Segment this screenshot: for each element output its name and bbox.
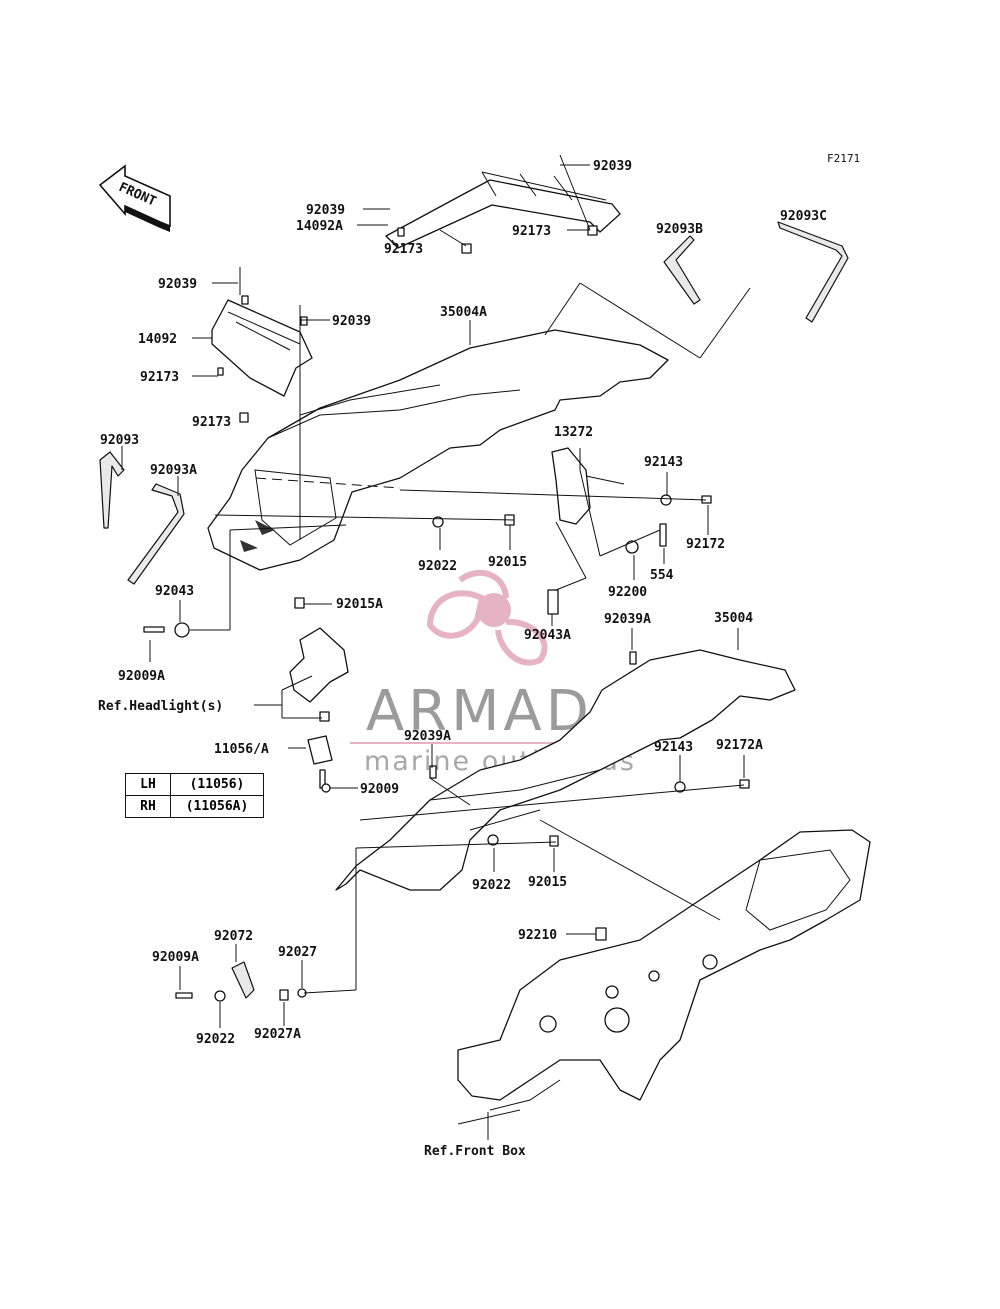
part-cell: (11056A): [170, 795, 264, 818]
table-row: LH (11056): [125, 773, 264, 796]
label-92009a: 92009A: [152, 950, 199, 965]
label-92039: 92039: [306, 203, 345, 218]
trim-92093c: [777, 221, 849, 323]
label-92143: 92143: [644, 455, 683, 470]
label-92200: 92200: [608, 585, 647, 600]
label-92143: 92143: [654, 740, 693, 755]
figure-code: F2171: [827, 152, 860, 165]
bracket-13272: [551, 447, 591, 525]
label-35004: 35004: [714, 611, 753, 626]
label-92015a: 92015A: [336, 597, 383, 612]
label-92173: 92173: [192, 415, 231, 430]
label-92173: 92173: [384, 242, 423, 257]
label-92022: 92022: [418, 559, 457, 574]
label-92172: 92172: [686, 537, 725, 552]
front-arrow-icon: FRONT: [98, 164, 171, 232]
label-92093c: 92093C: [780, 209, 827, 224]
label-92039a: 92039A: [604, 612, 651, 627]
bracket-headlight: [289, 627, 349, 703]
label-554: 554: [650, 568, 674, 583]
cover-35004a: [207, 329, 669, 571]
fasteners: [143, 225, 750, 1002]
part-labels: 92039 92039 14092A 92173 92173 92093B 92…: [98, 159, 827, 1159]
label-14092a: 14092A: [296, 219, 343, 234]
parts-geometry: [99, 179, 871, 1125]
watermark-logo-icon: [426, 569, 548, 666]
label-92173: 92173: [512, 224, 551, 239]
cover-14092a: [385, 179, 621, 249]
part-cell: (11056): [170, 773, 264, 796]
trim-92093: [99, 451, 125, 529]
label-92043: 92043: [155, 584, 194, 599]
label-92022: 92022: [196, 1032, 235, 1047]
label-92027: 92027: [278, 945, 317, 960]
label-ref-front-box: Ref.Front Box: [424, 1144, 526, 1159]
label-ref-headlight: Ref.Headlight(s): [98, 699, 223, 714]
label-92173: 92173: [140, 370, 179, 385]
label-92009a: 92009A: [118, 669, 165, 684]
label-92009: 92009: [360, 782, 399, 797]
label-35004a: 35004A: [440, 305, 487, 320]
label-92039: 92039: [332, 314, 371, 329]
label-92022: 92022: [472, 878, 511, 893]
table-row: RH (11056A): [125, 795, 264, 818]
label-92015: 92015: [488, 555, 527, 570]
label-92039: 92039: [593, 159, 632, 174]
label-92015: 92015: [528, 875, 567, 890]
front-box-housing: [457, 829, 871, 1101]
label-92072: 92072: [214, 929, 253, 944]
label-13272: 13272: [554, 425, 593, 440]
label-92039: 92039: [158, 277, 197, 292]
label-92027a: 92027A: [254, 1027, 301, 1042]
label-92093a: 92093A: [150, 463, 197, 478]
cover-35004: [335, 649, 796, 891]
leader-lines: [121, 154, 751, 1140]
label-92210: 92210: [518, 928, 557, 943]
cover-14092: [211, 299, 313, 397]
side-cell: LH: [125, 773, 171, 796]
label-92043a: 92043A: [524, 628, 571, 643]
trim-92093b: [663, 235, 701, 305]
label-92039a: 92039A: [404, 729, 451, 744]
label-92093: 92093: [100, 433, 139, 448]
side-part-table: LH (11056) RH (11056A): [125, 773, 264, 818]
side-cell: RH: [125, 795, 171, 818]
clip-11056: [307, 735, 333, 765]
trim-92093a: [127, 483, 185, 585]
label-92172a: 92172A: [716, 738, 763, 753]
label-14092: 14092: [138, 332, 177, 347]
label-11056a: 11056/A: [214, 742, 269, 757]
label-92093b: 92093B: [656, 222, 703, 237]
